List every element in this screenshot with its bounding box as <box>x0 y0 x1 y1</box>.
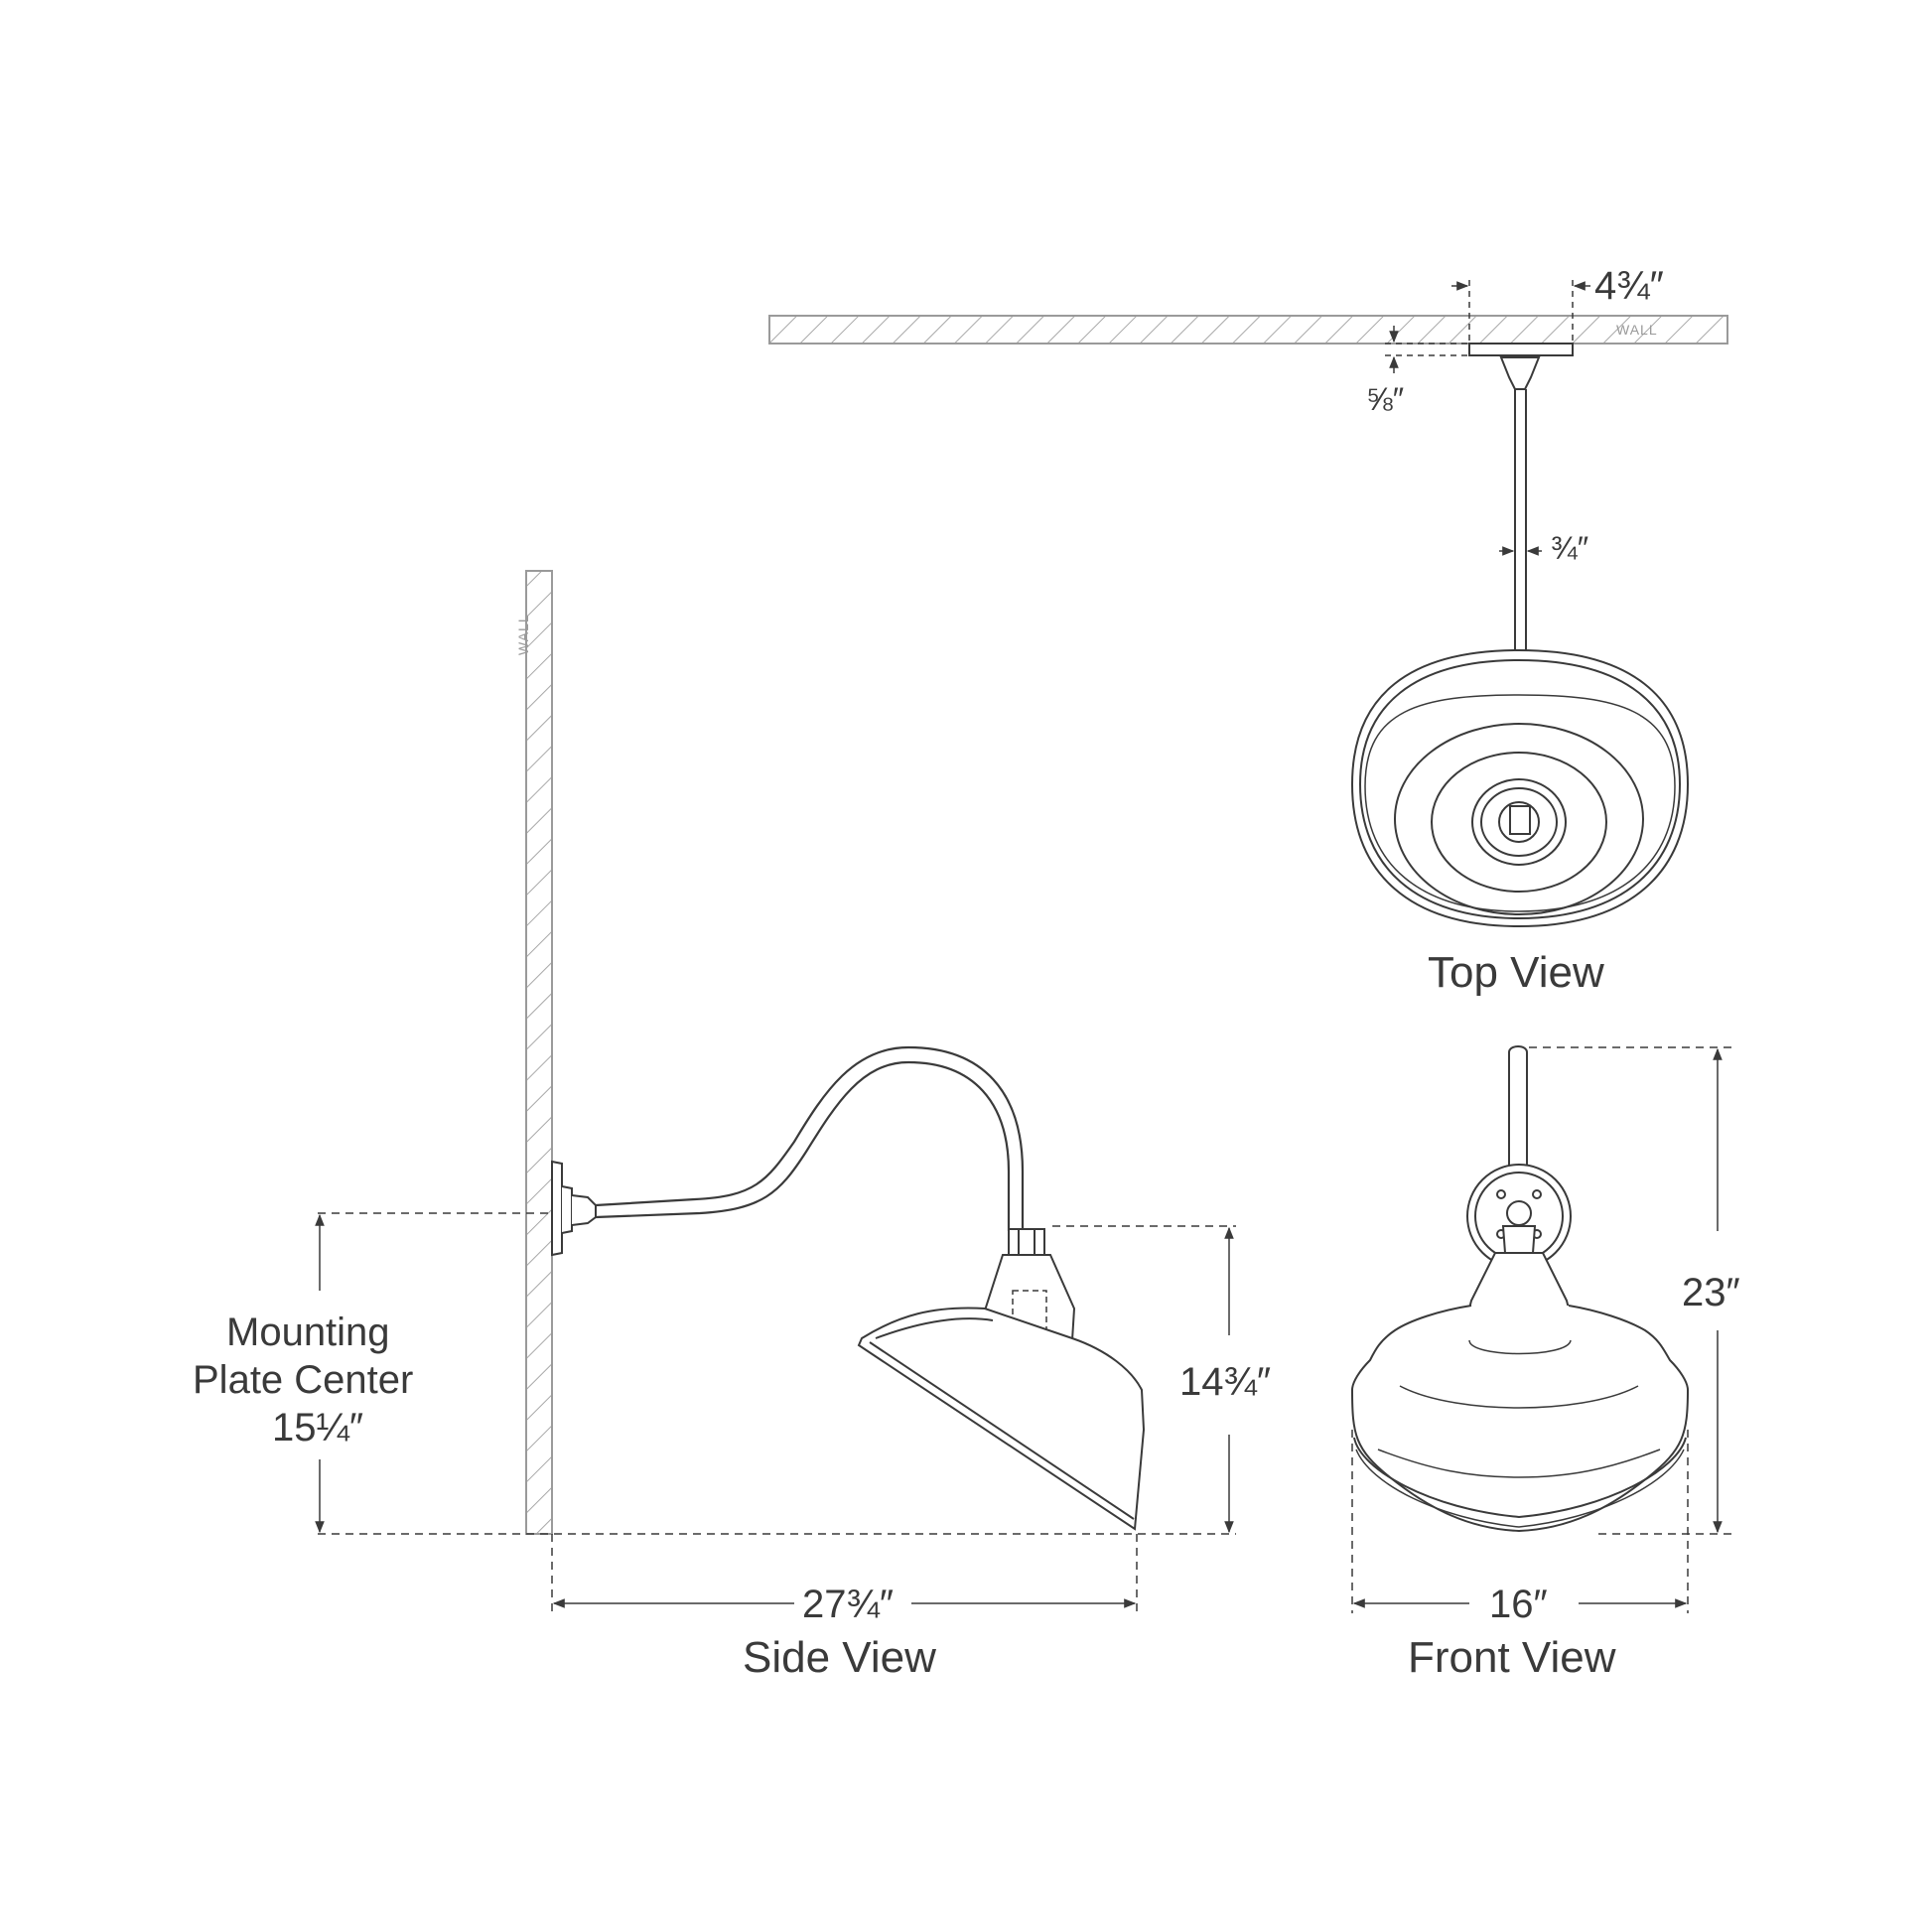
mounting-label-line2: Plate Center <box>193 1358 414 1402</box>
top-collar <box>1499 356 1541 390</box>
side-view-drawing <box>315 570 1236 1613</box>
backplate-width-dimension: 4¾″ <box>1594 264 1664 308</box>
front-shade <box>1350 1305 1690 1533</box>
mounting-value: 15¼″ <box>272 1406 364 1449</box>
overall-extension-dimension: 27¾″ <box>802 1583 895 1626</box>
front-view-label: Front View <box>1408 1633 1616 1682</box>
top-view-drawing <box>768 280 1728 928</box>
side-wall <box>525 570 553 1535</box>
side-backplate <box>551 1160 563 1257</box>
side-arm <box>595 1045 1025 1231</box>
overall-height-dimension: 23″ <box>1682 1271 1740 1314</box>
top-view-label: Top View <box>1428 948 1604 997</box>
overall-width-dimension: 16″ <box>1489 1583 1548 1626</box>
top-wall-label: WALL <box>1616 322 1658 338</box>
shade-height-dimension: 14¾″ <box>1179 1360 1272 1404</box>
side-wall-label: WALL <box>515 614 531 655</box>
front-view-drawing <box>1350 1045 1737 1613</box>
top-backplate <box>1468 343 1574 356</box>
side-shade <box>857 1307 1146 1531</box>
arm-diameter-dimension: ¾″ <box>1551 530 1589 566</box>
backplate-depth-dimension: ⅝″ <box>1366 381 1405 417</box>
mounting-label-line1: Mounting <box>226 1311 390 1354</box>
side-view-label: Side View <box>743 1633 936 1682</box>
top-wall <box>768 315 1728 345</box>
